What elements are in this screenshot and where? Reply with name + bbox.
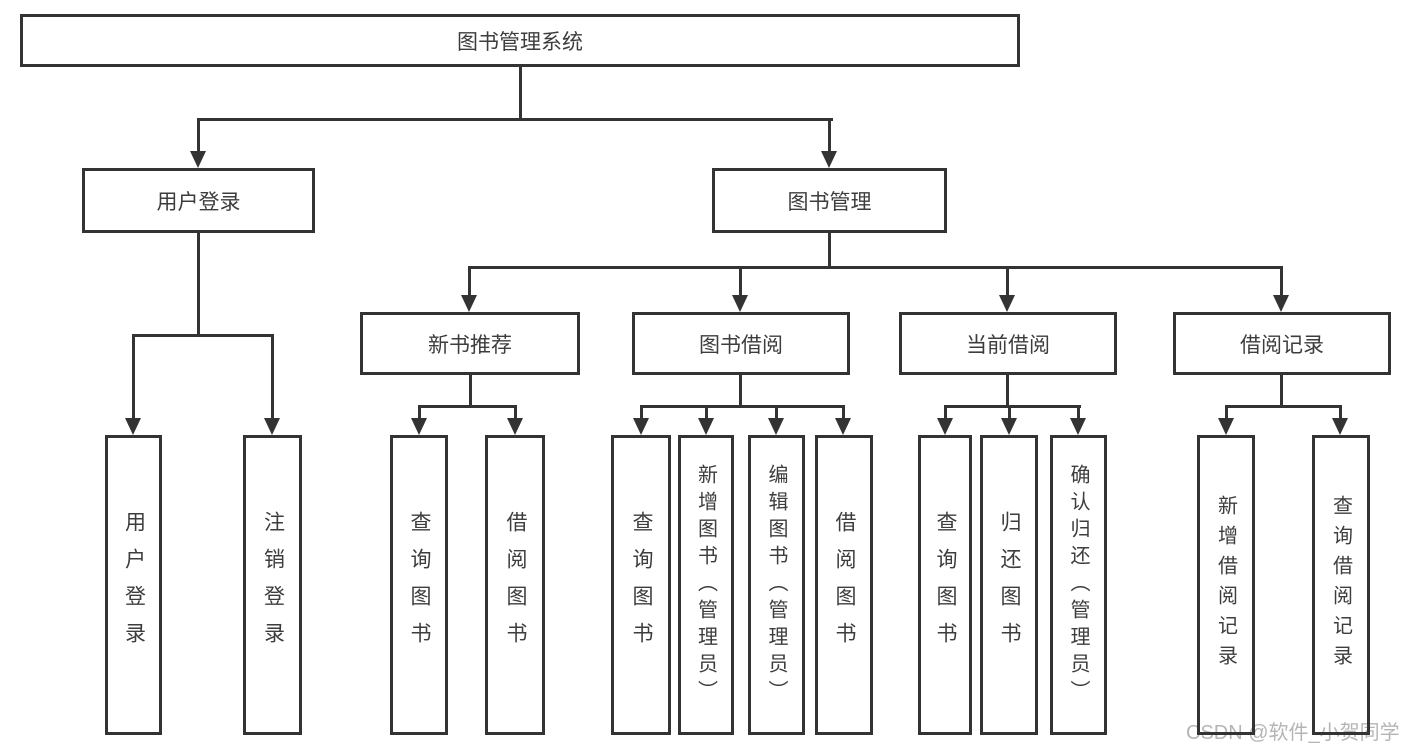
arrowhead-icon: [507, 418, 523, 435]
watermark-text: CSDN @软件_小贺同学: [1186, 722, 1400, 744]
connector-line: [469, 375, 472, 408]
leaf-borrow-books-borrowing-label: 借阅图书: [833, 511, 856, 659]
leaf-confirm-return-admin-label: 确认归还（管理员）: [1067, 463, 1089, 707]
connector-line: [1225, 405, 1342, 408]
arrowhead-icon: [1070, 418, 1086, 435]
node-new-book-recommend-label: 新书推荐: [428, 333, 512, 357]
leaf-query-books-borrowing-label: 查询图书: [630, 511, 653, 659]
leaf-add-book-admin: 新增图书（管理员）: [678, 435, 734, 735]
connector-line: [842, 405, 845, 418]
node-book-management-label: 图书管理: [787, 190, 872, 214]
node-book-borrowing-label: 图书借阅: [699, 333, 783, 357]
connector-line: [132, 334, 274, 337]
leaf-query-borrow-record-label: 查询借阅记录: [1329, 495, 1352, 675]
arrowhead-icon: [461, 295, 477, 312]
arrowhead-icon: [633, 418, 649, 435]
arrowhead-icon: [821, 151, 837, 168]
leaf-return-book: 归还图书: [980, 435, 1038, 735]
connector-line: [1280, 375, 1283, 408]
connector-line: [739, 266, 742, 295]
leaf-confirm-return-admin: 确认归还（管理员）: [1050, 435, 1107, 735]
arrowhead-icon: [698, 418, 714, 435]
arrowhead-icon: [1332, 418, 1348, 435]
connector-line: [1225, 405, 1228, 418]
connector-line: [640, 405, 643, 418]
connector-line: [132, 334, 135, 418]
leaf-query-books-current: 查询图书: [918, 435, 972, 735]
connector-line: [197, 233, 200, 337]
connector-line: [418, 405, 421, 418]
connector-line: [271, 334, 274, 418]
connector-line: [944, 405, 947, 418]
leaf-add-borrow-record: 新增借阅记录: [1197, 435, 1255, 735]
connector-line: [944, 405, 1081, 408]
arrowhead-icon: [190, 151, 206, 168]
connector-line: [197, 118, 833, 121]
connector-line: [519, 67, 522, 121]
connector-line: [739, 375, 742, 408]
connector-line: [418, 405, 517, 408]
arrowhead-icon: [1218, 418, 1234, 435]
connector-line: [197, 118, 200, 153]
node-borrowing-records-label: 借阅记录: [1240, 333, 1324, 357]
node-current-borrowing-label: 当前借阅: [966, 333, 1050, 357]
connector-line: [468, 266, 1283, 269]
connector-line: [1280, 266, 1283, 295]
arrowhead-icon: [999, 295, 1015, 312]
leaf-user-login-label: 用户登录: [122, 511, 146, 659]
leaf-borrow-books-recommend-label: 借阅图书: [504, 511, 527, 659]
connector-line: [640, 405, 845, 408]
connector-line: [705, 405, 708, 418]
arrowhead-icon: [768, 418, 784, 435]
connector-line: [1339, 405, 1342, 418]
connector-line: [828, 118, 831, 153]
leaf-borrow-books-recommend: 借阅图书: [485, 435, 545, 735]
arrowhead-icon: [411, 418, 427, 435]
arrowhead-icon: [1001, 418, 1017, 435]
leaf-edit-book-admin-label: 编辑图书（管理员）: [765, 463, 787, 707]
leaf-return-book-label: 归还图书: [998, 511, 1021, 659]
connector-line: [775, 405, 778, 418]
leaf-user-login: 用户登录: [105, 435, 162, 735]
connector-line: [1008, 405, 1011, 418]
leaf-query-books-recommend-label: 查询图书: [408, 511, 431, 659]
node-user-login: 用户登录: [82, 168, 315, 233]
connector-line: [1006, 266, 1009, 295]
leaf-query-books-current-label: 查询图书: [934, 511, 957, 659]
leaf-query-books-borrowing: 查询图书: [611, 435, 671, 735]
connector-line: [828, 233, 831, 269]
arrowhead-icon: [125, 418, 141, 435]
connector-line: [1077, 405, 1080, 418]
leaf-borrow-books-borrowing: 借阅图书: [815, 435, 873, 735]
connector-line: [468, 266, 471, 295]
node-book-management: 图书管理: [712, 168, 947, 233]
node-current-borrowing: 当前借阅: [899, 312, 1117, 375]
leaf-query-books-recommend: 查询图书: [390, 435, 448, 735]
arrowhead-icon: [264, 418, 280, 435]
arrowhead-icon: [732, 295, 748, 312]
connector-line: [1006, 375, 1009, 408]
leaf-query-borrow-record: 查询借阅记录: [1312, 435, 1370, 735]
node-new-book-recommend: 新书推荐: [360, 312, 580, 375]
arrowhead-icon: [835, 418, 851, 435]
arrowhead-icon: [937, 418, 953, 435]
leaf-add-book-admin-label: 新增图书（管理员）: [694, 463, 717, 707]
node-borrowing-records: 借阅记录: [1173, 312, 1391, 375]
arrowhead-icon: [1273, 295, 1289, 312]
node-user-login-label: 用户登录: [156, 190, 241, 214]
leaf-add-borrow-record-label: 新增借阅记录: [1214, 495, 1237, 675]
node-book-borrowing: 图书借阅: [632, 312, 850, 375]
connector-line: [514, 405, 517, 418]
node-root-label: 图书管理系统: [457, 30, 583, 54]
leaf-logout-label: 注销登录: [261, 511, 285, 659]
leaf-edit-book-admin: 编辑图书（管理员）: [748, 435, 805, 735]
node-root: 图书管理系统: [20, 14, 1020, 67]
leaf-logout: 注销登录: [243, 435, 302, 735]
